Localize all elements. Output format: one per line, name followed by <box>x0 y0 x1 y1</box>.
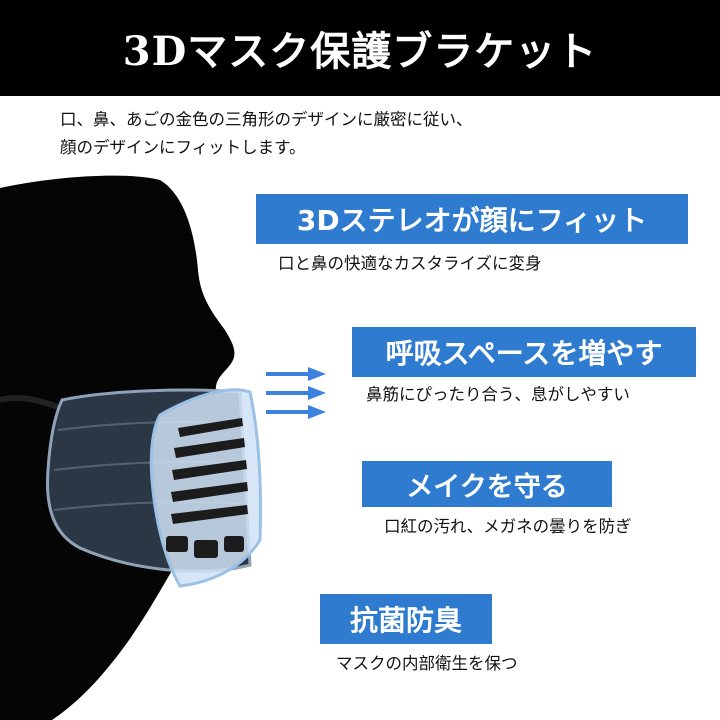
bracket-slots <box>166 418 248 558</box>
feature-4-title: 抗菌防臭 <box>320 594 492 644</box>
feature-1-desc: 口と鼻の快適なカスタライズに変身 <box>278 254 542 273</box>
feature-4-desc: マスクの内部衛生を保つ <box>336 654 518 673</box>
page-title: 3Dマスク保護ブラケット <box>122 28 598 75</box>
header-banner: 3Dマスク保護ブラケット <box>0 0 720 96</box>
intro-text: 口、鼻、あごの金色の三角形のデザインに厳密に従い、 顔のデザインにフィットします… <box>60 106 680 162</box>
feature-2-title: 呼吸スペースを増やす <box>352 327 696 377</box>
feature-3-title: メイクを守る <box>362 461 612 507</box>
airflow-arrows <box>266 367 326 419</box>
intro-line-1: 口、鼻、あごの金色の三角形のデザインに厳密に従い、 <box>60 110 473 129</box>
feature-2-desc: 鼻筋にぴったり合う、息がしやすい <box>366 385 630 404</box>
ear-strap <box>0 395 62 411</box>
feature-1-title: 3Dステレオが顔にフィット <box>256 194 688 244</box>
feature-3-desc: 口紅の汚れ、メガネの曇りを防ぎ <box>384 517 632 536</box>
intro-line-2: 顔のデザインにフィットします。 <box>60 138 306 157</box>
